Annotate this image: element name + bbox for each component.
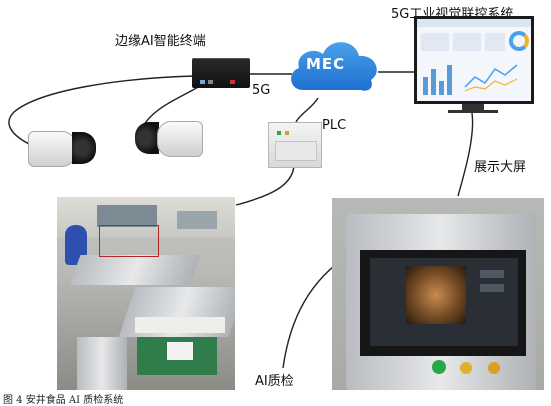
display-label: 展示大屏 [474,160,527,175]
production-line-photo [57,197,235,390]
edge-terminal-label: 边缘AI智能终端 [115,34,206,49]
dashboard-screen [417,19,531,101]
mec-label: MEC [306,55,346,73]
orange-button-icon [488,362,500,374]
right-camera [133,118,203,158]
green-button-icon [432,360,446,374]
ai-qc-label: AI质检 [255,374,294,389]
left-camera [28,128,98,168]
plc-device [268,122,322,168]
dashboard-bars [423,64,518,95]
yellow-button-icon [460,362,472,374]
edge-terminal-device [192,58,250,88]
five-g-label: 5G [252,83,271,98]
wire-mec-to-plc [295,97,319,123]
dashboard-monitor [414,16,534,104]
qc-panel-photo [332,198,544,390]
mec-cloud-icon [291,42,377,91]
qc-screen [370,258,518,346]
wire-monitor-to-panel [457,112,474,197]
figure-caption: 图 4 安井食品 AI 质检系统 [3,395,124,406]
wire-edge-to-left-camera [8,75,196,147]
plc-label: PLC [322,118,347,133]
wire-plc-to-line [235,165,295,206]
